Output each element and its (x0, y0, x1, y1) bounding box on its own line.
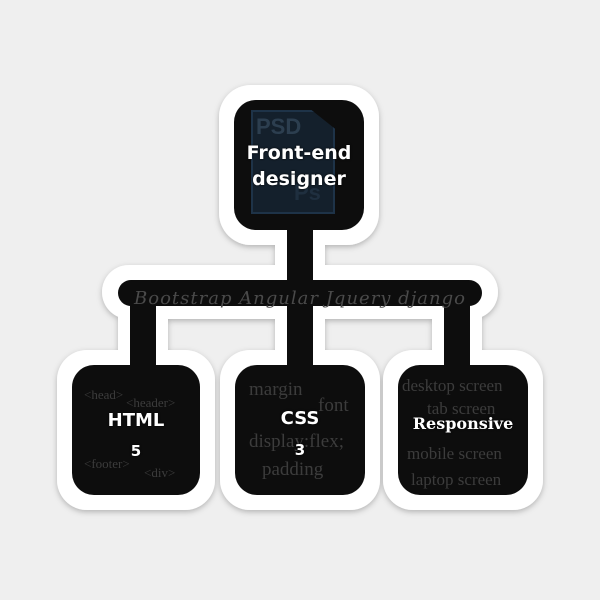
html5-node: <head> <header> <footer> <div> HTML 5 (72, 365, 200, 495)
node-title-line1: Front-end (246, 142, 352, 164)
node-subtitle: 3 (294, 441, 306, 459)
bg-term: mobile screen (407, 444, 502, 463)
bg-term: laptop screen (411, 470, 502, 489)
responsive-node: desktop screen tab screen mobile screen … (398, 365, 528, 495)
node-title: Responsive (412, 414, 514, 433)
psd-file-icon (251, 110, 335, 214)
bg-term: font (318, 395, 349, 416)
tech-stack-label: Bootstrap Angular Jquery django (134, 288, 466, 309)
bg-term: <head> (84, 387, 124, 402)
front-end-designer-node: PSD Ps Front-end designer (234, 100, 364, 230)
psd-icon-text: PSD (256, 114, 302, 139)
node-title: CSS (280, 408, 320, 429)
css3-node: margin font display:flex; padding CSS 3 (235, 365, 365, 495)
bg-term: padding (262, 459, 324, 480)
photoshop-icon-text: Ps (294, 180, 321, 205)
bg-term: tab screen (427, 399, 496, 418)
bg-term: margin (249, 379, 303, 400)
node-subtitle: 5 (130, 442, 142, 460)
bg-term: <header> (126, 395, 176, 410)
node-title-line2: designer (252, 168, 346, 190)
connector-lines (118, 225, 482, 370)
node-title: HTML (107, 410, 165, 431)
bg-term: <footer> (84, 456, 130, 471)
bg-term: display:flex; (249, 431, 344, 452)
bg-term: <div> (144, 465, 176, 480)
bg-term: desktop screen (402, 376, 503, 395)
